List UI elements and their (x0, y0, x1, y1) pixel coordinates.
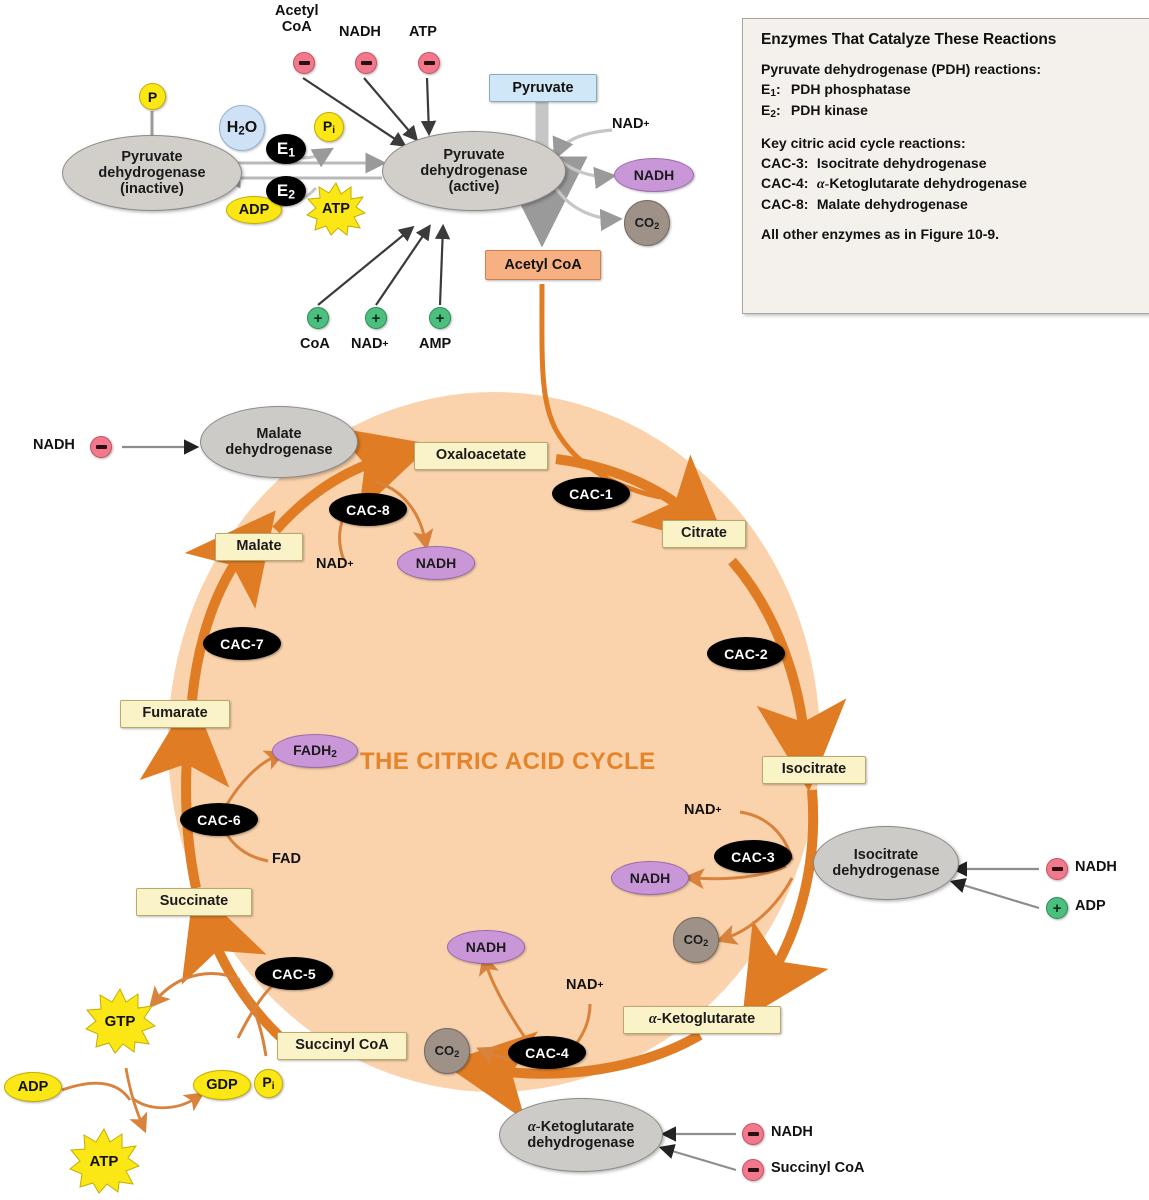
negative-marker-acetyl-coa (293, 52, 315, 74)
activator-label-amp: AMP (419, 336, 452, 352)
adp-molecule-cycle: ADP (4, 1072, 62, 1102)
product-nadh-pdh: NADH (614, 158, 694, 192)
metabolite-oxaloacetate: Oxaloacetate (414, 442, 548, 470)
regulator-label-nadh-isocitrate-dh: NADH (1075, 859, 1117, 875)
water-molecule: H2O (219, 105, 265, 151)
negative-marker-atp (418, 52, 440, 74)
metabolite-succinyl-coa: Succinyl CoA (277, 1032, 407, 1060)
step-badge-cac-4: CAC-4 (508, 1036, 586, 1069)
legend-e1-row: E1: PDH phosphatase (761, 80, 911, 100)
cofactor-fad-cac6: FAD (272, 851, 301, 867)
enzyme-isocitrate-dehydrogenase: Isocitrate dehydrogenase (813, 826, 959, 900)
inorganic-phosphate-pi-cycle: Pi (254, 1069, 283, 1098)
step-badge-cac-6: CAC-6 (180, 803, 258, 836)
positive-marker-amp (429, 307, 451, 329)
negative-marker-nadh-pdh (355, 52, 377, 74)
metabolite-pyruvate: Pyruvate (489, 74, 597, 102)
step-badge-cac-8: CAC-8 (329, 493, 407, 526)
metabolite-citrate: Citrate (662, 520, 746, 548)
legend-pdh-header: Pyruvate dehydrogenase (PDH) reactions: (761, 61, 1042, 77)
product-co2-pdh: CO2 (624, 200, 670, 246)
legend-cac8-row: CAC-8: Malate dehydrogenase (761, 195, 968, 212)
regulator-label-adp-isocitrate-dh: ADP (1075, 898, 1106, 914)
pyruvate-dehydrogenase-inactive: Pyruvate dehydrogenase (inactive) (62, 135, 242, 211)
legend-cac4-value: Ketoglutarate dehydrogenase (829, 174, 1027, 191)
gdp-molecule: GDP (193, 1070, 251, 1100)
inhibitor-label-acetyl-coa: Acetyl CoA (275, 3, 319, 35)
product-nadh-cac8: NADH (397, 546, 475, 580)
negative-marker-nadh-malate-dh (90, 436, 112, 458)
cofactor-nad-plus-pdh: NAD+ (612, 116, 650, 132)
enzyme-malate-dehydrogenase: Malate dehydrogenase (200, 406, 358, 478)
legend-cac4-alpha: α- (816, 176, 830, 192)
legend-cac4-row: CAC-4: α-Ketoglutarate dehydrogenase (761, 174, 1027, 192)
regulator-label-nadh-akg-dh: NADH (771, 1124, 813, 1140)
positive-marker-adp-isocitrate-dh (1046, 897, 1068, 919)
legend-cac3-row: CAC-3: Isocitrate dehydrogenase (761, 154, 987, 171)
legend-cac8-value: Malate dehydrogenase (816, 195, 968, 212)
metabolite-fumarate: Fumarate (120, 700, 230, 728)
enzyme-alpha-ketoglutarate-dehydrogenase: α-Ketoglutarate dehydrogenase (499, 1098, 663, 1172)
positive-marker-nad-plus (365, 307, 387, 329)
phosphate-tag-icon: P (139, 83, 166, 110)
step-badge-cac-5: CAC-5 (255, 957, 333, 990)
product-co2-cac3: CO2 (673, 917, 719, 963)
metabolite-alpha-ketoglutarate: α-Ketoglutarate (623, 1006, 781, 1034)
legend-cac3-value: Isocitrate dehydrogenase (816, 154, 987, 171)
atp-starburst-pdh: ATP (306, 182, 366, 236)
legend-cac-header: Key citric acid cycle reactions: (761, 134, 966, 151)
positive-marker-coa (307, 307, 329, 329)
metabolite-acetyl-coa: Acetyl CoA (485, 250, 601, 280)
negative-marker-nadh-akg-dh (742, 1123, 764, 1145)
cycle-title: THE CITRIC ACID CYCLE (360, 748, 656, 775)
product-nadh-cac3: NADH (611, 861, 689, 895)
cofactor-nad-plus-cac4: NAD+ (566, 977, 604, 993)
negative-marker-nadh-isocitrate-dh (1046, 858, 1068, 880)
legend-e2-value: PDH kinase (790, 102, 868, 119)
legend-title: Enzymes That Catalyze These Reactions (761, 31, 1057, 48)
enzyme-e1-badge: E1 (266, 134, 306, 164)
cofactor-nad-plus-cac8: NAD+ (316, 556, 354, 572)
cofactor-nad-plus-cac3: NAD+ (684, 802, 722, 818)
enzyme-e2-badge: E2 (266, 176, 306, 206)
regulator-label-succinyl-coa-akg-dh: Succinyl CoA (771, 1160, 865, 1176)
legend-e2-row: E2: PDH kinase (761, 102, 868, 121)
legend-e1-value: PDH phosphatase (790, 80, 911, 97)
step-badge-cac-1: CAC-1 (552, 477, 630, 510)
regulator-label-nadh-malate-dh: NADH (33, 437, 75, 453)
legend-footer: All other enzymes as in Figure 10-9. (761, 226, 1000, 243)
metabolite-malate: Malate (215, 533, 303, 561)
gtp-starburst: GTP (84, 988, 156, 1054)
activator-label-coa: CoA (300, 336, 330, 352)
product-nadh-cac4: NADH (447, 930, 525, 964)
metabolite-isocitrate: Isocitrate (762, 756, 866, 784)
inhibitor-label-atp: ATP (409, 24, 437, 40)
enzyme-legend-box: Enzymes That Catalyze These Reactions Py… (742, 18, 1149, 314)
inorganic-phosphate-pi: Pi (314, 112, 344, 142)
pyruvate-dehydrogenase-active: Pyruvate dehydrogenase (active) (382, 131, 566, 211)
inhibitor-label-nadh: NADH (339, 24, 381, 40)
product-fadh2-cac6: FADH2 (272, 734, 358, 768)
negative-marker-succinyl-coa-akg-dh (742, 1159, 764, 1181)
metabolite-succinate: Succinate (136, 888, 252, 916)
step-badge-cac-7: CAC-7 (203, 627, 281, 660)
step-badge-cac-3: CAC-3 (714, 840, 792, 873)
atp-starburst-cycle: ATP (68, 1128, 140, 1194)
activator-label-nad-plus: NAD+ (351, 336, 389, 352)
step-badge-cac-2: CAC-2 (707, 637, 785, 670)
product-co2-cac4: CO2 (424, 1028, 470, 1074)
